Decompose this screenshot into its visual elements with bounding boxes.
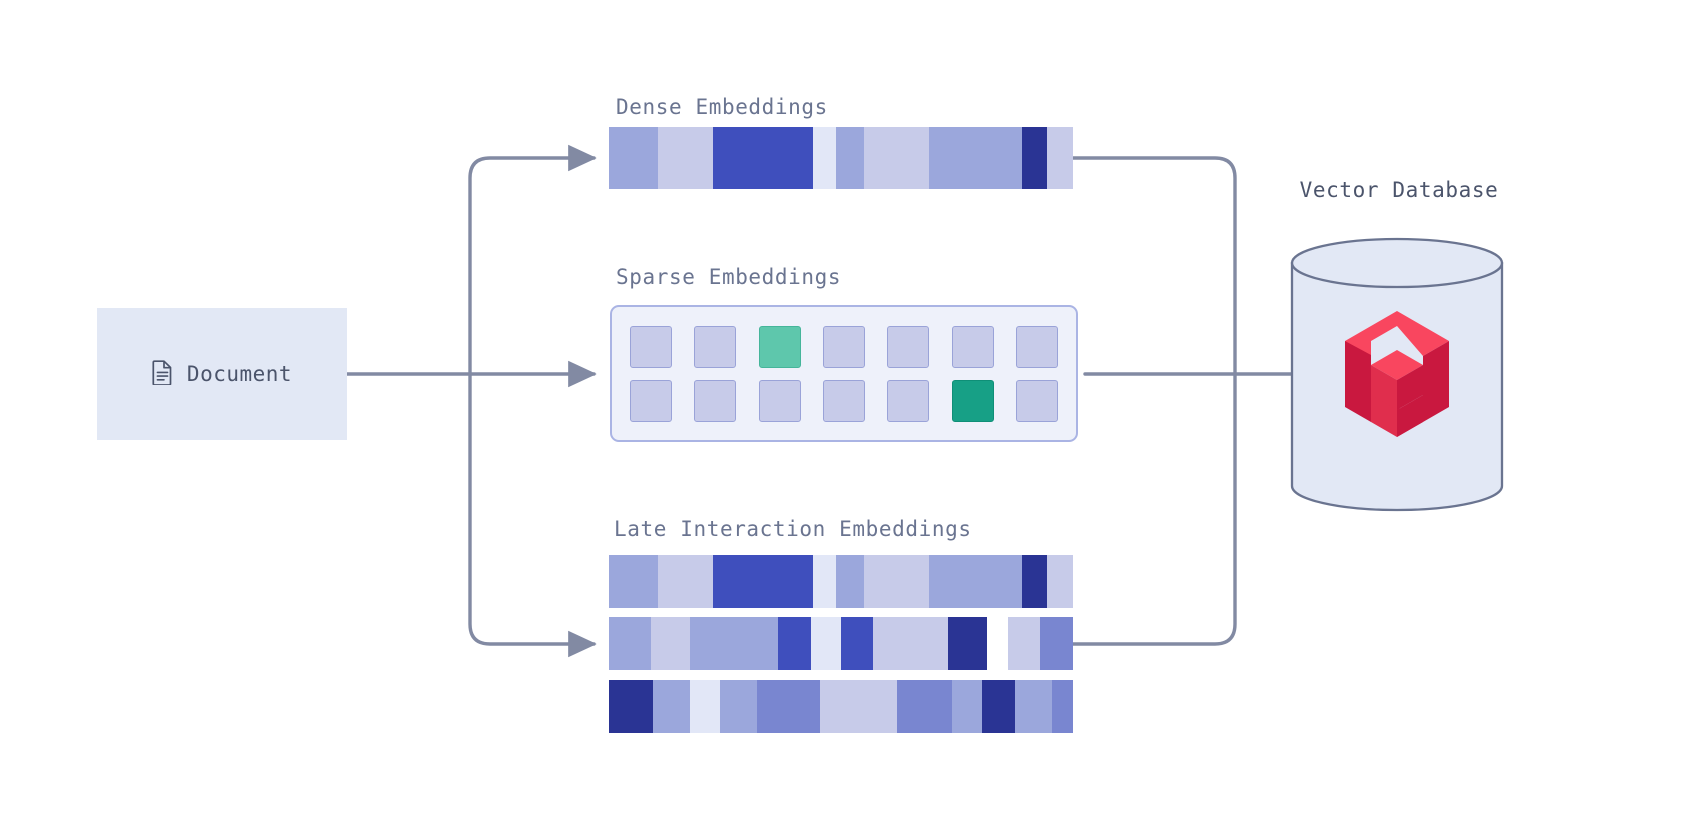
late-interaction-bar-1: [609, 617, 1073, 670]
sparse-cell: [887, 379, 930, 422]
bar-segment: [952, 680, 983, 733]
bar-segment: [929, 555, 1022, 608]
sparse-cell: [1015, 379, 1058, 422]
late-interaction-bar-2: [609, 680, 1073, 733]
document-file-icon: [152, 359, 173, 389]
bar-segment: [609, 127, 658, 189]
qdrant-logo: [1345, 311, 1449, 437]
bar-segment: [896, 680, 953, 733]
sparse-cell: [951, 325, 994, 368]
bar-segment: [1052, 680, 1073, 733]
bar-segment: [657, 555, 714, 608]
bar-segment: [609, 617, 651, 670]
sparse-cell: [951, 379, 994, 422]
dense-embeddings-bar: [609, 127, 1073, 189]
bar-segment: [657, 127, 714, 189]
bar-segment: [720, 680, 758, 733]
bar-segment: [1047, 555, 1073, 608]
late-interaction-bar-0: [609, 555, 1073, 608]
bar-segment: [813, 127, 837, 189]
sparse-embeddings-title: Sparse Embeddings: [616, 265, 842, 289]
sparse-cell: [694, 325, 737, 368]
document-node[interactable]: Document: [97, 308, 347, 440]
bar-segment: [836, 127, 865, 189]
bar-segment: [836, 555, 865, 608]
bar-segment: [713, 127, 814, 189]
bar-segment: [757, 680, 821, 733]
bar-segment: [813, 555, 837, 608]
bar-segment: [1021, 555, 1048, 608]
bar-segment: [864, 555, 930, 608]
bar-segment: [713, 555, 814, 608]
bar-segment: [650, 617, 691, 670]
late-interaction-embeddings-title: Late Interaction Embeddings: [614, 517, 972, 541]
wire-dense-to-merge: [1071, 156, 1237, 376]
sparse-cell: [694, 379, 737, 422]
bar-segment: [690, 617, 779, 670]
bar-segment: [1014, 680, 1053, 733]
dense-embeddings-title: Dense Embeddings: [616, 95, 828, 119]
bar-segment: [1047, 127, 1073, 189]
bar-segment: [982, 680, 1015, 733]
sparse-cell: [822, 379, 865, 422]
bar-segment: [1007, 617, 1041, 670]
bar-segment: [929, 127, 1022, 189]
bar-segment: [653, 680, 691, 733]
sparse-row: [630, 325, 1058, 368]
sparse-cell: [630, 325, 672, 368]
sparse-cell: [758, 379, 801, 422]
vector-database-title: Vector Database: [1299, 178, 1499, 202]
sparse-cell: [758, 325, 801, 368]
bar-segment: [778, 617, 811, 670]
bar-segment: [987, 617, 1008, 670]
bar-segment: [947, 617, 988, 670]
sparse-cell: [630, 379, 672, 422]
bar-segment: [609, 555, 658, 608]
bar-segment: [810, 617, 841, 670]
bar-segment: [1021, 127, 1048, 189]
bar-segment: [864, 127, 930, 189]
document-label: Document: [186, 362, 293, 386]
bar-segment: [690, 680, 721, 733]
bar-segment: [1040, 617, 1073, 670]
sparse-row: [630, 379, 1058, 422]
bar-segment: [820, 680, 897, 733]
sparse-cell: [822, 325, 865, 368]
sparse-embeddings-panel: [610, 305, 1078, 442]
bar-segment: [609, 680, 654, 733]
bar-segment: [840, 617, 874, 670]
sparse-cell: [887, 325, 930, 368]
wire-split-to-late: [468, 372, 597, 658]
bar-segment: [873, 617, 948, 670]
sparse-cell: [1015, 325, 1058, 368]
wire-split-to-dense: [468, 144, 597, 376]
wire-late-to-merge: [1071, 372, 1237, 646]
